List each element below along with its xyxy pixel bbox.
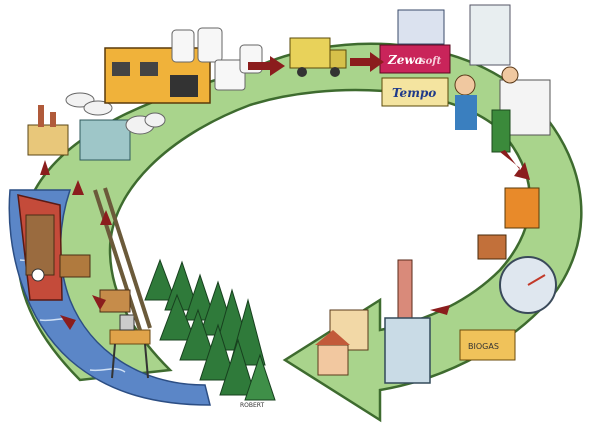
forest [144,258,276,401]
brand-zewa: Zewa [387,53,423,67]
pulp-mill [27,105,131,161]
household-scene [454,4,551,153]
biogas-label: BIOGAS [468,342,499,351]
offshore-platform [109,314,151,379]
signature: ROBERT [240,402,265,409]
delivery-truck [289,37,347,77]
collection-bin [504,187,540,229]
timber-track [59,187,152,331]
power-plant [384,259,431,384]
flow-arrows [40,52,530,330]
houses [315,309,369,376]
paper-rolls [65,92,166,135]
brand-soft: soft [420,56,442,67]
biogas-plant: BIOGAS [459,329,516,361]
log-barge [17,194,63,301]
brand-tempo: Tempo [392,86,436,100]
sorting-plant [477,234,557,314]
product-packs: Zewa soft Tempo [379,9,451,107]
